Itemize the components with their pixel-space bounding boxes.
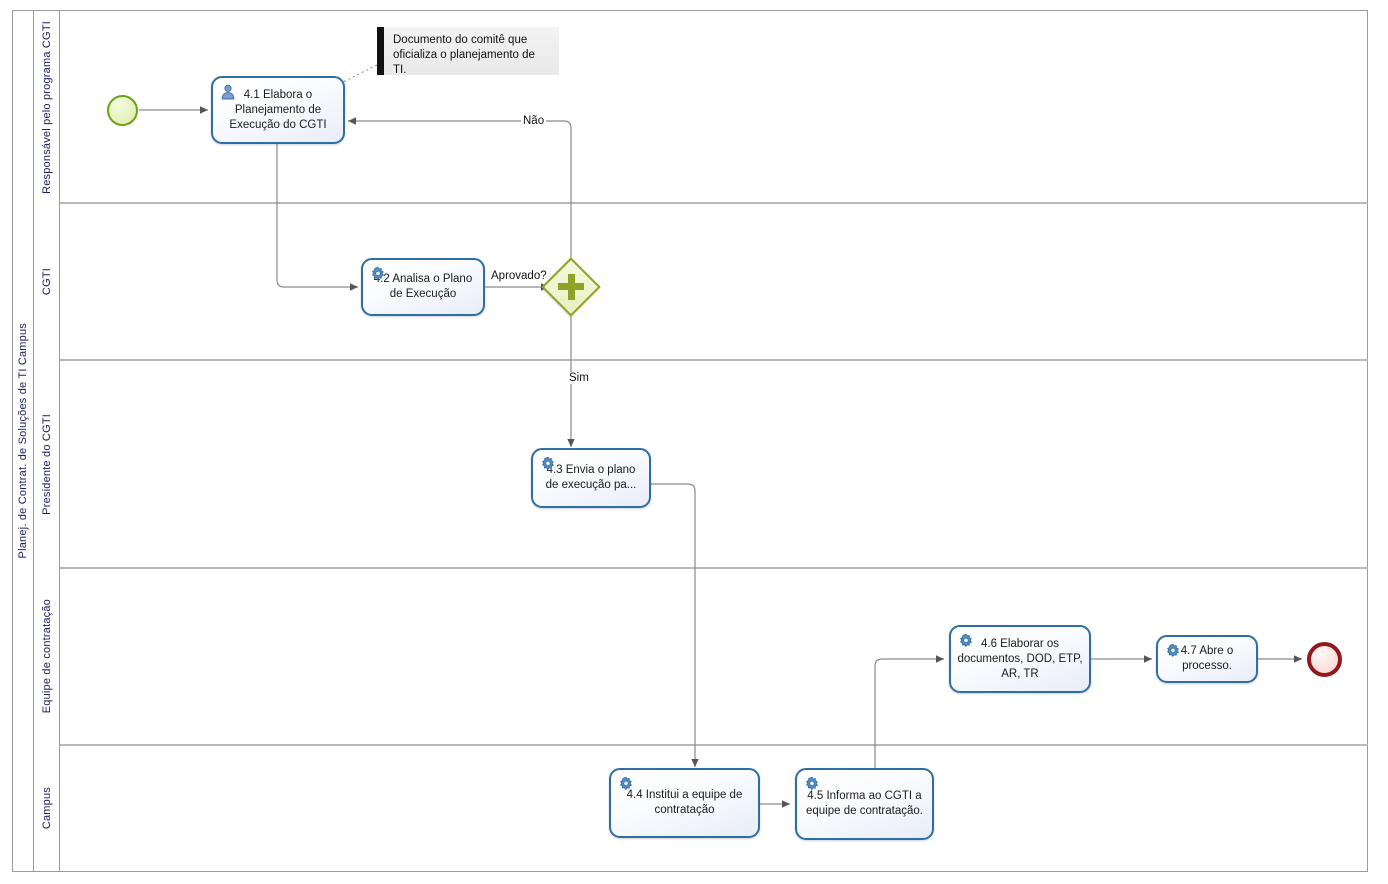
pool-label: Planej. de Contrat. de Soluções de TI Ca… — [12, 10, 34, 872]
lane-divider-4 — [60, 744, 1368, 746]
task-4-4[interactable]: 4.4 Institui a equipe de contratação — [609, 768, 760, 838]
end-event[interactable] — [1307, 642, 1342, 677]
task-4-2[interactable]: 4.2 Analisa o Plano de Execução — [361, 258, 485, 316]
gear-icon — [540, 456, 556, 472]
lane-divider-3 — [60, 567, 1368, 569]
gear-icon — [804, 776, 820, 792]
task-label: 4.2 Analisa o Plano de Execução — [373, 273, 473, 300]
task-label: 4.3 Envia o plano de execução pa... — [545, 464, 637, 491]
task-4-7[interactable]: 4.7 Abre o processo. — [1156, 635, 1258, 683]
lane-label-campus: Campus — [34, 745, 60, 872]
lane-label-text: Campus — [40, 787, 53, 830]
task-label: 4.7 Abre o processo. — [1180, 645, 1234, 672]
task-label: 4.4 Institui a equipe de contratação — [626, 789, 743, 816]
pool-label-text: Planej. de Contrat. de Soluções de TI Ca… — [16, 323, 29, 559]
lane-divider-1 — [60, 202, 1368, 204]
gear-icon — [958, 633, 974, 649]
task-4-3[interactable]: 4.3 Envia o plano de execução pa... — [531, 448, 651, 508]
complex-gateway[interactable] — [541, 257, 601, 317]
task-4-6[interactable]: 4.6 Elaborar os documentos, DOD, ETP, AR… — [949, 625, 1091, 693]
gear-icon — [1165, 643, 1181, 659]
lane-label-text: Presidente do CGTI — [40, 413, 53, 515]
task-label: 4.6 Elaborar os documentos, DOD, ETP, AR… — [957, 637, 1083, 680]
lane-label-text: Equipe de contratação — [40, 599, 53, 714]
task-4-5[interactable]: 4.5 Informa ao CGTI a equipe de contrata… — [795, 768, 934, 840]
lane-label-text: Responsável pelo programa CGTI — [40, 20, 53, 194]
lane-label-equipe-de-contratacao: Equipe de contratação — [34, 568, 60, 745]
lane-label-responsavel-pelo-programa-cgti: Responsável pelo programa CGTI — [34, 11, 60, 203]
lane-label-presidente-do-cgti: Presidente do CGTI — [34, 360, 60, 568]
gateway-diamond — [541, 257, 601, 317]
lane-label-text: CGTI — [40, 267, 53, 296]
flow-label-aprovado: Aprovado? — [489, 270, 549, 282]
gear-icon — [370, 266, 386, 282]
flow-label-nao: Não — [521, 115, 547, 127]
task-4-1[interactable]: 4.1 Elabora o Planejamento de Execução d… — [211, 76, 345, 144]
text-annotation: Documento do comitê que oficializa o pla… — [377, 27, 559, 76]
task-label: 4.5 Informa ao CGTI a equipe de contrata… — [805, 790, 923, 817]
flow-label-sim: Sim — [567, 372, 591, 384]
user-icon — [220, 84, 236, 100]
lane-label-cgti: CGTI — [34, 203, 60, 360]
start-event[interactable] — [107, 95, 138, 126]
task-label: 4.1 Elabora o Planejamento de Execução d… — [229, 88, 327, 131]
gear-icon — [618, 776, 634, 792]
lane-divider-2 — [60, 359, 1368, 361]
